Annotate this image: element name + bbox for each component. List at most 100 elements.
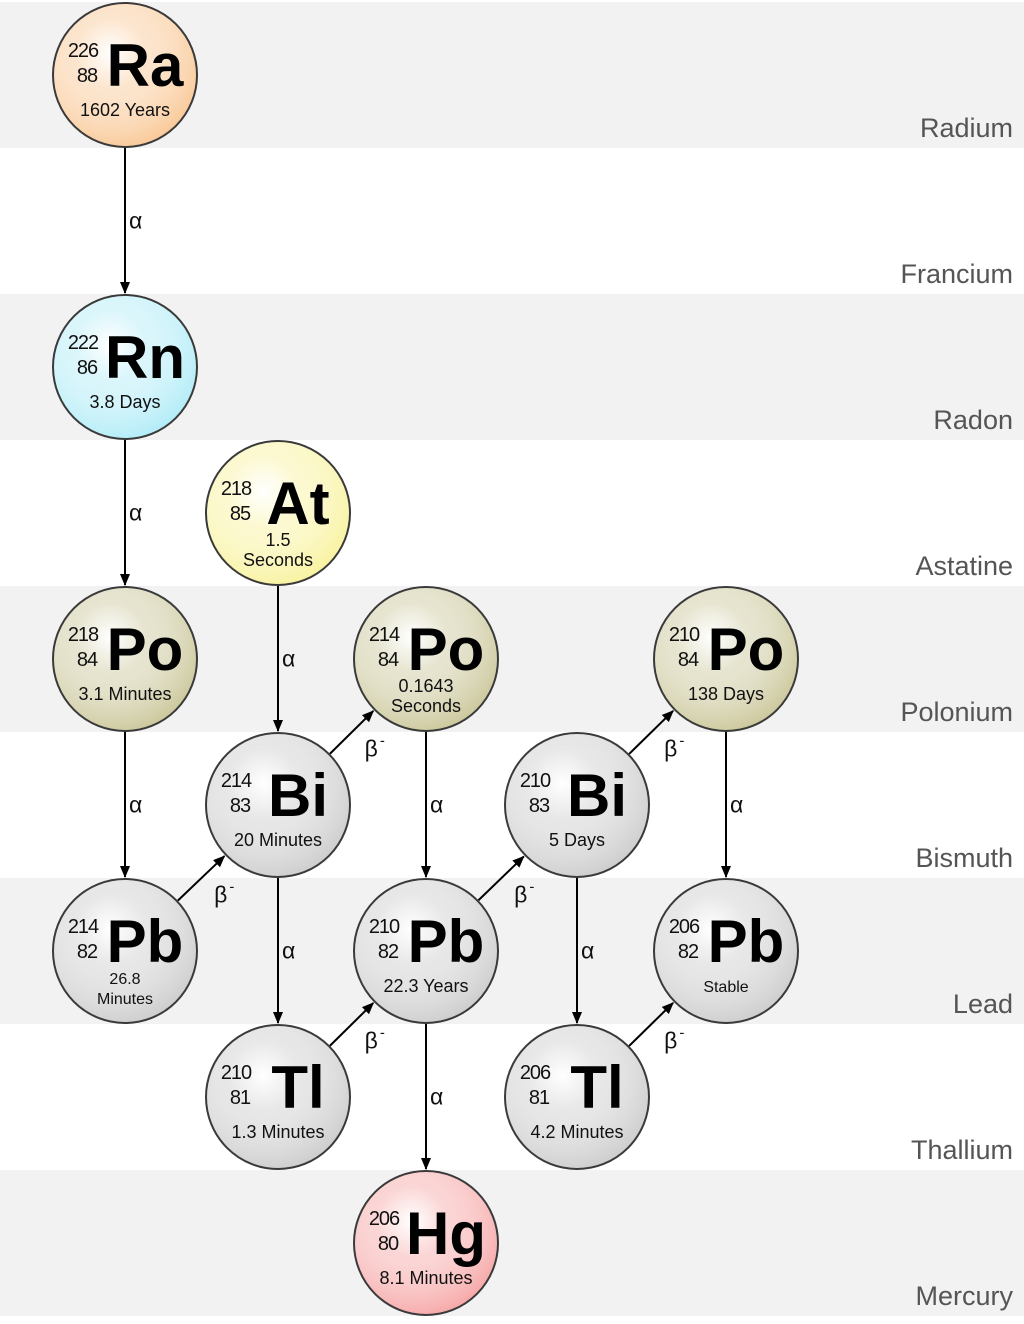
atomic-number: 83 <box>529 795 550 817</box>
atomic-number: 81 <box>230 1087 251 1109</box>
mass-number: 210 <box>221 1062 252 1084</box>
atomic-number: 86 <box>77 357 98 379</box>
nuclide-ra226: Ra 226 88 1602 Years <box>52 2 198 148</box>
mass-number: 206 <box>369 1208 400 1230</box>
half-life: 8.1 Minutes <box>379 1268 472 1288</box>
element-symbol: Rn <box>105 324 185 391</box>
element-symbol: Bi <box>567 762 627 829</box>
arrow-beta-bi214-po214 <box>329 710 375 755</box>
band-label-francium: Francium <box>900 259 1013 289</box>
band-label-bismuth: Bismuth <box>915 843 1013 873</box>
element-symbol: Hg <box>406 1200 486 1267</box>
atomic-number: 88 <box>77 65 98 87</box>
element-symbol: Tl <box>271 1054 324 1121</box>
decay-label-alpha: α <box>129 792 142 818</box>
decay-label-alpha: α <box>129 208 142 234</box>
atomic-number: 84 <box>77 649 98 671</box>
nuclide-po210: Po 210 84 138 Days <box>653 586 799 732</box>
atomic-number: 84 <box>378 649 399 671</box>
arrow-beta-tl206-pb206 <box>628 1002 674 1047</box>
decay-label-beta: β- <box>664 732 684 761</box>
element-symbol: Bi <box>268 762 328 829</box>
mass-number: 206 <box>520 1062 551 1084</box>
element-symbol: Po <box>408 616 485 683</box>
mass-number: 214 <box>68 916 99 938</box>
nuclide-hg206: Hg 206 80 8.1 Minutes <box>353 1170 499 1316</box>
half-life: 1602 Years <box>80 100 170 120</box>
decay-label-beta: β- <box>365 732 385 761</box>
atomic-number: 84 <box>678 649 699 671</box>
band-label-lead: Lead <box>953 989 1013 1019</box>
band-label-polonium: Polonium <box>900 697 1013 727</box>
atomic-number: 82 <box>678 941 699 963</box>
half-life: 1.5 <box>265 530 290 550</box>
atomic-number: 82 <box>77 941 98 963</box>
element-symbol: At <box>266 470 329 537</box>
decay-label-alpha: α <box>282 938 295 964</box>
decay-label-alpha: α <box>430 792 443 818</box>
half-life: Stable <box>703 979 748 996</box>
nuclide-tl210: Tl 210 81 1.3 Minutes <box>205 1024 351 1170</box>
nuclide-bi210: Bi 210 83 5 Days <box>504 732 650 878</box>
mass-number: 222 <box>68 332 99 354</box>
decay-label-beta: β- <box>365 1024 385 1053</box>
arrow-beta-pb214-bi214 <box>177 855 226 902</box>
decay-label-alpha: α <box>730 792 743 818</box>
band-label-astatine: Astatine <box>915 551 1013 581</box>
mass-number: 210 <box>369 916 400 938</box>
half-life: 138 Days <box>688 684 764 704</box>
band-label-mercury: Mercury <box>915 1281 1013 1311</box>
band-label-radon: Radon <box>933 405 1013 435</box>
half-life: 0.1643 <box>398 676 453 696</box>
decay-label-alpha: α <box>282 646 295 672</box>
atomic-number: 80 <box>378 1233 399 1255</box>
arrow-beta-pb210-bi210 <box>477 855 525 901</box>
decay-label-beta: β- <box>664 1024 684 1053</box>
decay-label-alpha: α <box>581 938 594 964</box>
element-symbol: Ra <box>107 32 184 99</box>
half-life: 3.1 Minutes <box>78 684 171 704</box>
half-life: 1.3 Minutes <box>231 1122 324 1142</box>
mass-number: 206 <box>669 916 700 938</box>
atomic-number: 85 <box>230 503 251 525</box>
band-label-radium: Radium <box>920 113 1013 143</box>
nuclide-po218: Po 218 84 3.1 Minutes <box>52 586 198 732</box>
mass-number: 214 <box>221 770 252 792</box>
decay-label-alpha: α <box>430 1084 443 1110</box>
half-life: 3.8 Days <box>89 392 160 412</box>
atomic-number: 81 <box>529 1087 550 1109</box>
band-label-thallium: Thallium <box>911 1135 1013 1165</box>
mass-number: 218 <box>221 478 252 500</box>
arrow-beta-tl210-pb210 <box>329 1002 375 1047</box>
mass-number: 210 <box>669 624 700 646</box>
mass-number: 210 <box>520 770 551 792</box>
half-life: Seconds <box>243 550 313 570</box>
element-symbol: Pb <box>708 908 785 975</box>
atomic-number: 82 <box>378 941 399 963</box>
mass-number: 218 <box>68 624 99 646</box>
element-symbol: Tl <box>570 1054 623 1121</box>
half-life: 20 Minutes <box>234 830 322 850</box>
nuclide-rn222: Rn 222 86 3.8 Days <box>52 294 198 440</box>
half-life: 22.3 Years <box>383 976 468 996</box>
arrow-beta-bi210-po210 <box>628 710 674 755</box>
element-symbol: Po <box>708 616 785 683</box>
mass-number: 214 <box>369 624 400 646</box>
half-life: 5 Days <box>549 830 605 850</box>
element-symbol: Pb <box>408 908 485 975</box>
half-life: 4.2 Minutes <box>530 1122 623 1142</box>
decay-label-alpha: α <box>129 500 142 526</box>
half-life: Minutes <box>97 991 153 1008</box>
mass-number: 226 <box>68 40 99 62</box>
half-life: Seconds <box>391 696 461 716</box>
band-mercury <box>0 1170 1024 1316</box>
element-symbol: Po <box>107 616 184 683</box>
nuclide-tl206: Tl 206 81 4.2 Minutes <box>504 1024 650 1170</box>
